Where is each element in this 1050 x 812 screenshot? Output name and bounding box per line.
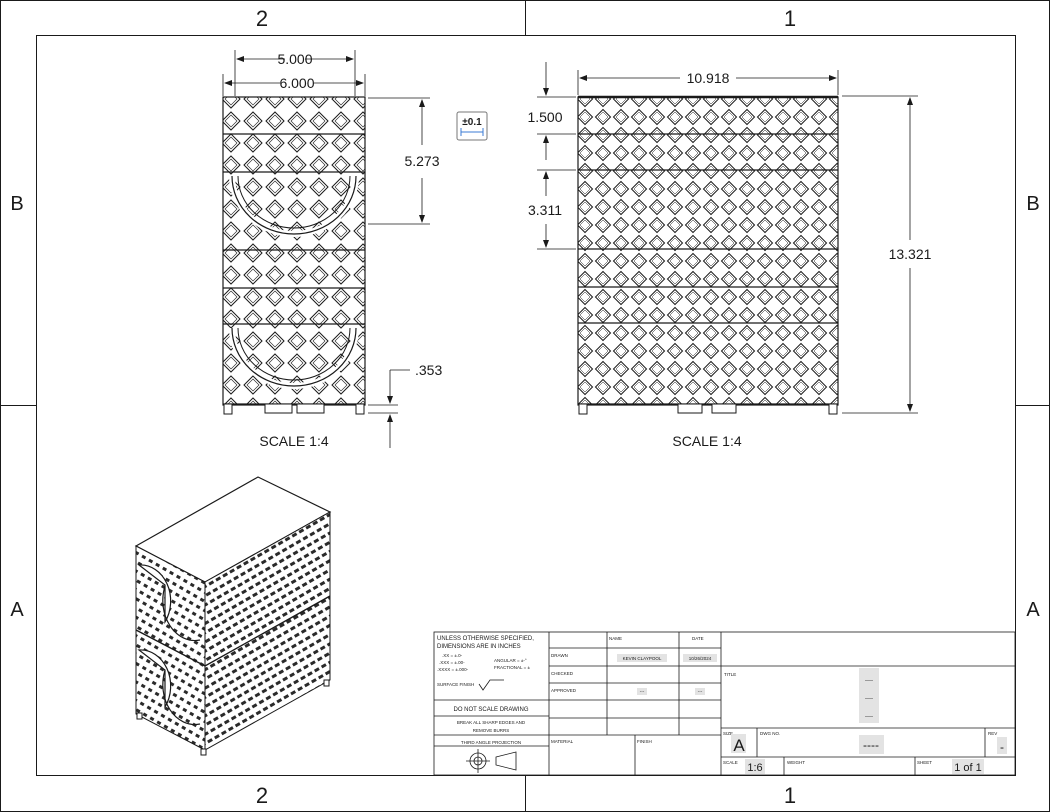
tb-approved-name: --- — [640, 689, 645, 694]
dim-total-height: 13.321 — [889, 246, 932, 262]
third-angle-projection-icon — [466, 749, 517, 773]
tolerance-badge: ±0.1 — [456, 111, 488, 141]
tb-col-name: NAME — [609, 636, 622, 641]
surface-finish-icon — [478, 679, 504, 691]
dim-width-inner: 5.000 — [277, 51, 312, 67]
dim-side-height: 5.273 — [404, 153, 439, 169]
tb-dimensions-in: DIMENSIONS ARE IN INCHES — [437, 644, 521, 650]
dim-foot-height: .353 — [415, 362, 442, 378]
tb-row-drawn: DRAWN — [551, 653, 568, 658]
zone-row-left-a: A — [10, 599, 24, 621]
tb-row-checked: CHECKED — [551, 671, 574, 676]
title-block: UNLESS OTHERWISE SPECIFIED, DIMENSIONS A… — [433, 631, 1016, 776]
zone-col-bottom-left: 2 — [256, 783, 268, 808]
tb-unless-specified: UNLESS OTHERWISE SPECIFIED, — [437, 636, 534, 642]
zone-col-top-right: 1 — [784, 6, 796, 31]
tb-title-line-1: ---- — [865, 678, 873, 684]
tb-tol-fractional: FRACTIONAL = ± — [494, 665, 530, 670]
tb-dwg-no-value: ---- — [863, 738, 879, 752]
tb-material-label: MATERIAL — [551, 739, 574, 744]
front-view-scale: SCALE 1:4 — [672, 433, 741, 449]
tb-row-approved: APPROVED — [551, 688, 577, 693]
tb-tol-xxxx: .XXXX = ±.000- — [437, 667, 469, 672]
tb-projection: THIRD ANGLE PROJECTION — [461, 740, 521, 745]
tb-title-label: TITLE — [724, 672, 736, 677]
tb-title-line-2: ---- — [865, 696, 873, 702]
tb-size-label: SIZE — [723, 731, 733, 736]
tb-sheet-label: SHEET — [917, 760, 932, 765]
tb-tol-xxx: .XXX = ±.00- — [439, 660, 465, 665]
tb-title-line-3: ---- — [865, 714, 873, 720]
tb-approved-date: --- — [698, 689, 703, 694]
side-view-scale: SCALE 1:4 — [259, 433, 328, 449]
dim-width-outer: 6.000 — [279, 75, 314, 91]
tb-drawn-date: 10/26/2024 — [689, 656, 712, 661]
tb-drawn-name: KEVIN CLAYPOOL — [623, 656, 662, 661]
dim-front-band: 1.500 — [527, 109, 562, 125]
tb-scale-value: 1:6 — [747, 762, 762, 774]
tb-dwg-no-label: DWG NO. — [760, 731, 780, 736]
tb-scale-label: SCALE — [723, 760, 738, 765]
zone-row-left-b: B — [10, 193, 23, 215]
tb-break-edges-2: REMOVE BURRS — [473, 728, 510, 733]
tb-surface-finish: SURFACE FINISH — [437, 682, 474, 687]
tb-tol-angular: ANGULAR = ±-° — [494, 658, 527, 663]
tb-sheet-value: 1 of 1 — [954, 762, 982, 774]
dim-front-section: 3.311 — [528, 202, 562, 218]
zone-col-top-left: 2 — [256, 6, 268, 31]
tb-weight-label: WEIGHT — [787, 760, 805, 765]
front-view: 10.918 1.500 3.311 13.321 SCALE 1:4 — [527, 62, 932, 449]
tb-rev-value: - — [1000, 740, 1004, 754]
tb-do-not-scale: DO NOT SCALE DRAWING — [453, 707, 528, 713]
zone-row-right-a: A — [1026, 599, 1040, 621]
tolerance-badge-label: ±0.1 — [462, 117, 482, 128]
tb-col-date: DATE — [692, 636, 704, 641]
zone-col-bottom-right: 1 — [784, 783, 796, 808]
side-view: 5.000 6.000 5.273 .353 SCALE 1:4 — [222, 50, 442, 449]
tb-tol-xx: .XX = ±.0- — [442, 653, 463, 658]
zone-row-right-b: B — [1026, 193, 1039, 215]
zone-labels: 2 1 2 1 B A B A — [10, 6, 1040, 808]
tb-size-value: A — [733, 736, 745, 755]
tb-break-edges-1: BREAK ALL SHARP EDGES AND — [457, 720, 526, 725]
dim-front-width: 10.918 — [687, 70, 730, 86]
isometric-view — [134, 476, 332, 756]
tb-rev-label: REV — [988, 731, 997, 736]
tb-finish-label: FINISH — [637, 739, 652, 744]
